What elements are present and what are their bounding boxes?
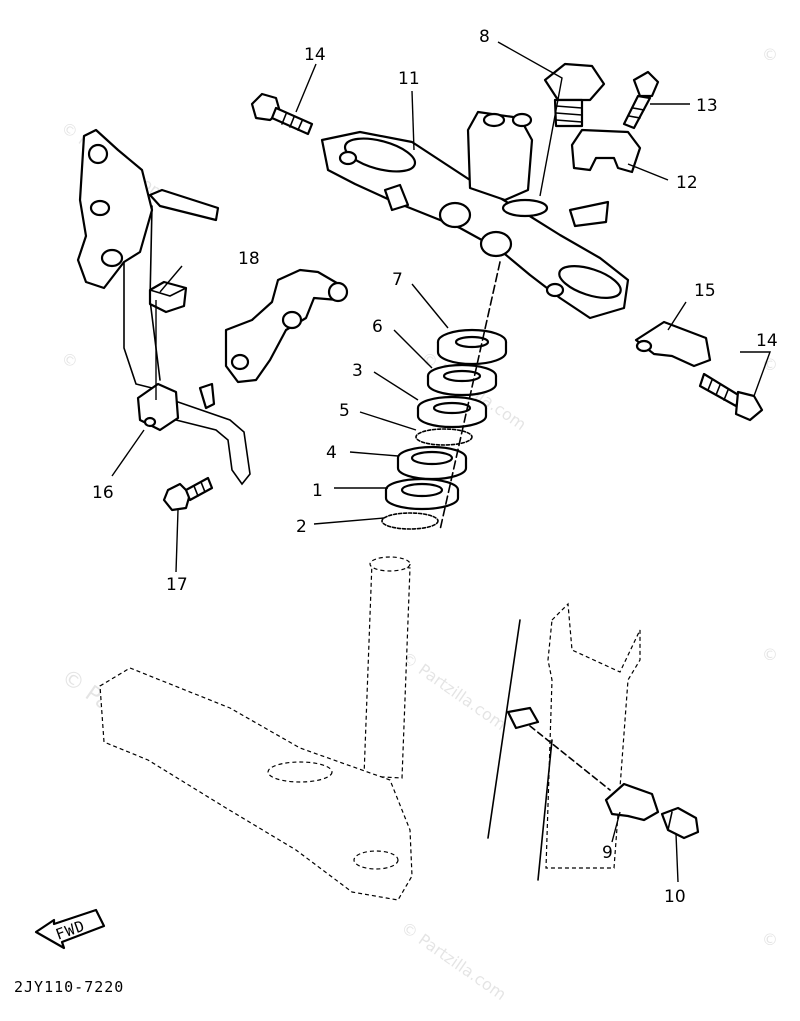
fork-tube <box>487 602 641 881</box>
bolt-14-right <box>698 372 764 422</box>
guide-16 <box>136 382 251 486</box>
callout-4: 4 <box>326 443 337 463</box>
callout-1: 1 <box>312 481 323 501</box>
watermark: © <box>58 348 82 373</box>
callout-9: 9 <box>602 843 613 863</box>
callout-14-right: 14 <box>756 331 778 351</box>
headlight-stay <box>76 128 220 389</box>
clamp-15 <box>634 320 712 368</box>
callout-11: 11 <box>398 69 420 89</box>
bolt-17 <box>162 476 214 512</box>
watermark: © <box>762 645 778 664</box>
upper-bracket <box>320 110 630 320</box>
clamp-9 <box>506 706 660 822</box>
callout-18: 18 <box>238 249 260 269</box>
drawing-code: 2JY110-7220 <box>14 978 124 996</box>
callout-10: 10 <box>664 887 686 907</box>
bolt-13 <box>622 70 660 130</box>
steering-bearing-stack <box>381 261 508 531</box>
callout-5: 5 <box>339 401 350 421</box>
crown-bolt <box>543 62 606 128</box>
watermark: © <box>762 45 778 64</box>
callout-3: 3 <box>352 361 363 381</box>
callout-8: 8 <box>479 27 490 47</box>
lower-bracket <box>99 556 413 901</box>
callout-2: 2 <box>296 517 307 537</box>
callout-7: 7 <box>392 270 403 290</box>
callout-17: 17 <box>166 575 188 595</box>
watermark: © Partzilla.com <box>398 918 510 1004</box>
fwd-arrow: FWD <box>34 908 106 950</box>
callout-16: 16 <box>92 483 114 503</box>
callout-labels: 8 11 13 14 12 15 14 7 6 3 5 4 1 2 18 16 … <box>92 27 778 907</box>
callout-13: 13 <box>696 96 718 116</box>
fwd-label: FWD <box>53 917 87 944</box>
bolt-10 <box>660 806 700 840</box>
callout-leaders <box>111 41 771 883</box>
watermark: © <box>762 355 778 374</box>
callout-14-top: 14 <box>304 45 326 65</box>
grommet-18 <box>148 280 188 314</box>
right-bracket <box>198 268 349 410</box>
callout-6: 6 <box>372 317 383 337</box>
handlebar-holder <box>570 128 642 174</box>
callout-15: 15 <box>694 281 716 301</box>
watermark: © Partzilla.com <box>398 648 510 734</box>
bolt-14-left <box>250 92 314 136</box>
callout-12: 12 <box>676 173 698 193</box>
watermark: © <box>762 930 778 949</box>
